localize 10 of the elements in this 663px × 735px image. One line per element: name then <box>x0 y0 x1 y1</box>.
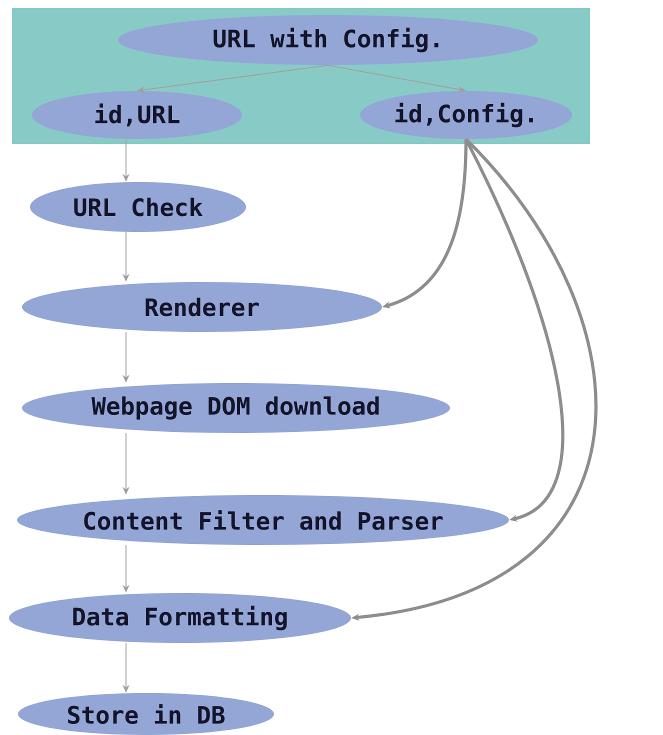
arrow <box>464 138 564 522</box>
ellipse-node: URL Check <box>30 182 246 232</box>
ellipse-node: Data Formatting <box>9 593 351 643</box>
ellipse-node: id,URL <box>32 91 242 139</box>
ellipse-node: Renderer <box>22 282 382 332</box>
ellipse-node: Content Filter and Parser <box>17 495 509 545</box>
ellipse-node: id,Config. <box>360 91 572 139</box>
ellipse-node: URL with Config. <box>118 15 538 65</box>
ellipse-node: Webpage DOM download <box>22 383 450 433</box>
ellipse-node: Store in DB <box>18 693 274 735</box>
